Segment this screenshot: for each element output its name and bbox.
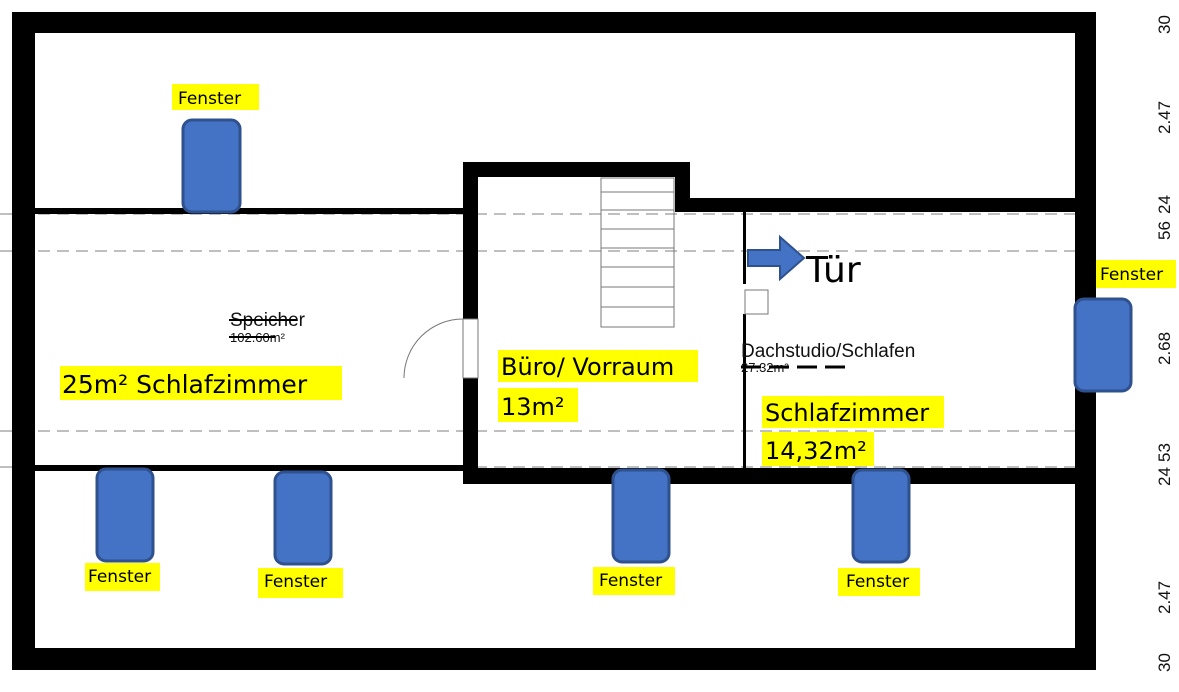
wall — [463, 162, 690, 177]
wall — [35, 465, 465, 471]
room-label-schlafzimmer: Schlafzimmer — [765, 399, 929, 427]
room-label-schlafzimmer-25: 25m² Schlafzimmer — [62, 370, 308, 399]
door — [403, 318, 479, 379]
window-label: Fenster — [599, 571, 662, 591]
dimension-label: 2.68 — [1155, 332, 1174, 365]
window — [181, 118, 242, 214]
window-label: Fenster — [846, 572, 909, 592]
dimension-label: 56 — [1155, 221, 1174, 240]
room-label-buero: Büro/ Vorraum — [501, 353, 674, 381]
window-label: Fenster — [178, 89, 241, 109]
room-name-dachstudio: Dachstudio/Schlafen — [741, 341, 915, 362]
dimension-label: 2.47 — [1155, 581, 1174, 614]
window — [273, 470, 333, 566]
window-label: Fenster — [88, 567, 151, 587]
arrow-right-icon — [747, 234, 806, 282]
window — [95, 467, 155, 563]
stairs — [600, 177, 675, 328]
window — [851, 468, 911, 564]
dimension-label: 53 — [1155, 443, 1174, 462]
window-label: Fenster — [264, 572, 327, 592]
wall — [463, 162, 478, 320]
room-label-buero-area: 13m² — [501, 393, 565, 421]
window — [1073, 297, 1133, 393]
window — [611, 468, 671, 564]
wall — [675, 198, 1075, 212]
dimension-label: 24 — [1155, 467, 1174, 486]
dimension-strip: 30 2.47 56 24 2.68 24 53 2.47 30 — [1155, 15, 1174, 672]
wall — [743, 314, 746, 469]
wall — [463, 378, 478, 484]
chimney — [744, 289, 769, 315]
room-area-dachstudio: 27.32m² — [741, 360, 789, 375]
room-label-schlafzimmer-area: 14,32m² — [765, 437, 867, 465]
wall — [743, 212, 746, 284]
dimension-label: 2.47 — [1155, 101, 1174, 134]
outer-wall — [12, 12, 1096, 670]
wall — [35, 208, 465, 214]
door-label: Tür — [805, 250, 861, 291]
dimension-label: 24 — [1155, 195, 1174, 214]
wall — [463, 468, 1075, 484]
window-label: Fenster — [1100, 265, 1163, 285]
dimension-label: 30 — [1155, 15, 1174, 34]
dimension-label: 30 — [1155, 653, 1174, 672]
